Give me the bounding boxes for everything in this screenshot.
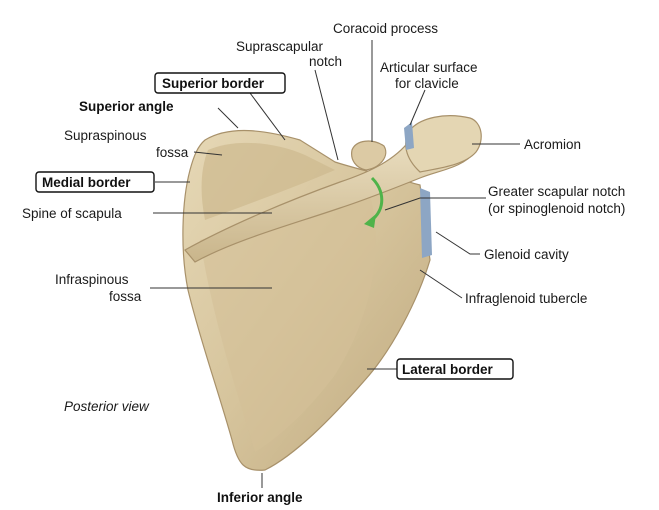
label-acromion: Acromion — [524, 137, 581, 152]
leader-superior-angle — [218, 108, 238, 128]
label-supraspinous-2: fossa — [156, 145, 189, 160]
label-coracoid-process: Coracoid process — [333, 21, 438, 36]
label-infraglenoid-tubercle: Infraglenoid tubercle — [465, 291, 587, 306]
label-suprascapular-notch-1: Suprascapular — [236, 39, 324, 54]
label-suprascapular-notch-2: notch — [309, 54, 342, 69]
label-articular-surface-2: for clavicle — [395, 76, 459, 91]
label-greater-notch-1: Greater scapular notch — [488, 184, 625, 199]
label-infraspinous-1: Infraspinous — [55, 272, 129, 287]
label-lateral-border: Lateral border — [402, 362, 494, 377]
label-inferior-angle: Inferior angle — [217, 490, 303, 505]
label-superior-angle: Superior angle — [79, 99, 174, 114]
leader-infraglenoid — [420, 270, 462, 298]
leader-glenoid — [436, 232, 480, 254]
label-superior-border: Superior border — [162, 76, 265, 91]
label-glenoid-cavity: Glenoid cavity — [484, 247, 569, 262]
label-supraspinous-1: Supraspinous — [64, 128, 147, 143]
label-greater-notch-2: (or spinoglenoid notch) — [488, 201, 625, 216]
leader-suprascapular-notch — [315, 70, 338, 160]
label-posterior-view: Posterior view — [64, 399, 150, 414]
acromion — [406, 116, 482, 172]
label-infraspinous-2: fossa — [109, 289, 142, 304]
label-articular-surface-1: Articular surface — [380, 60, 478, 75]
leader-articular-surface — [410, 90, 425, 125]
label-medial-border: Medial border — [42, 175, 131, 190]
label-spine-of-scapula: Spine of scapula — [22, 206, 122, 221]
